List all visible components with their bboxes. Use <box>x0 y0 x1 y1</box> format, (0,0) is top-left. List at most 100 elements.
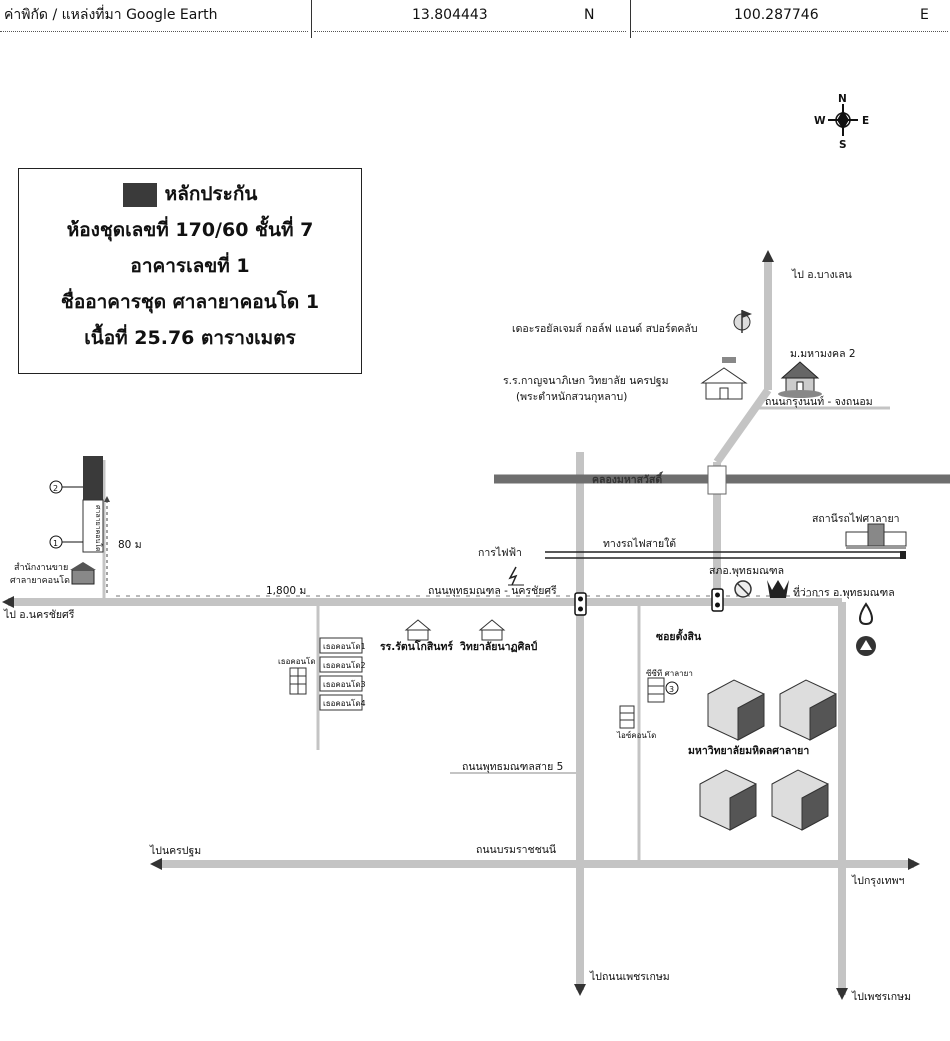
the-condo-building-icon <box>289 667 307 695</box>
arrow-to-nakhon-chai-si <box>2 596 14 608</box>
condo-building-outline <box>82 499 104 553</box>
label-mahidol-university: มหาวิทยาลัยมหิดลศาลายา <box>688 745 809 757</box>
ice-condo-building-icon <box>619 705 635 729</box>
district-office-emblem-icon <box>767 580 789 598</box>
collateral-building <box>83 456 103 500</box>
label-soi-tang-sin: ซอยตั้งสิน <box>656 628 702 643</box>
arrow-to-phetkasem-road <box>574 984 586 996</box>
label-canal: คลองมหาสวัสดิ์ <box>592 471 664 486</box>
village-house-icon <box>778 361 822 398</box>
compass-south: S <box>839 139 847 151</box>
the-condo-list <box>319 637 363 711</box>
label-to-bangkok: ไปกรุงเทพฯ <box>851 874 905 887</box>
label-school-sub: (พระตำหนักสวนกุหลาบ) <box>516 391 627 403</box>
university-building-icon <box>779 679 837 741</box>
university-building-icon <box>707 679 765 741</box>
dotted-underline <box>632 31 948 32</box>
label-ice-condo: ไอซ์คอนโด <box>616 730 656 740</box>
label-to-bang-len: ไป อ.บางเลน <box>791 268 852 281</box>
dotted-underline <box>314 31 626 32</box>
roads <box>8 260 914 995</box>
label-the-condo-2: เธอคอนโด2 <box>323 660 366 670</box>
label-to-nakhon-pathom: ไปนครปฐม <box>149 844 201 857</box>
mahidol-university-buildings <box>699 679 837 831</box>
gas-station-icon <box>856 636 876 656</box>
label-the-condo-4: เธอคอนโด4 <box>323 698 366 708</box>
label-rattana-school: รร.รัตนโกสินทร์ <box>380 640 453 653</box>
label-to-phetkasem-road: ไปถนนเพชรเกษม <box>589 970 670 983</box>
label-natasil-college: วิทยาลัยนาฏศิลป์ <box>459 640 538 653</box>
label-main-road: ถนนพุทธมณฑล - นครชัยศรี <box>428 584 557 597</box>
canal-bridge <box>707 465 727 495</box>
gas-station-icon <box>859 602 873 626</box>
natasil-college-icon <box>478 619 506 641</box>
label-sales-office-name: ศาลายาคอนโด <box>10 575 70 586</box>
label-school: ร.ร.กาญจนาภิเษก วิทยาลัย นครปฐม <box>503 375 669 387</box>
dotted-underline <box>0 31 308 32</box>
school-building-icon <box>700 357 748 400</box>
arrow-to-bangkok <box>908 858 920 870</box>
electricity-icon <box>508 566 524 586</box>
area-line: เนื้อที่ 25.76 ตารางเมตร <box>84 327 296 349</box>
collateral-legend-swatch <box>122 182 157 207</box>
golf-club-icon <box>733 310 752 333</box>
cc-salaya-building-icon: 3 <box>647 677 679 703</box>
traffic-light-icon <box>574 592 587 616</box>
compass-rose: N S E W <box>814 93 869 151</box>
compass-north: N <box>838 93 847 105</box>
label-train-station: สถานีรถไฟศาลายา <box>812 512 900 525</box>
longitude-value: 100.287746 <box>734 7 819 23</box>
marker-1: 1 <box>53 539 58 548</box>
arrow-to-bang-len <box>762 250 774 262</box>
latitude-cell: 13.804443 N <box>312 0 631 38</box>
longitude-cell: 100.287746 E <box>630 0 950 38</box>
label-police: สภอ.พุทธมณฑล <box>709 565 784 577</box>
label-cc-salaya: ซีซีที ศาลายา <box>646 669 693 678</box>
coordinate-source-cell: ค่าพิกัด / แหล่งที่มา Google Earth <box>0 0 312 38</box>
label-the-condo-3: เธอคอนโด3 <box>323 679 366 689</box>
latitude-value: 13.804443 <box>412 7 488 23</box>
railway-southern-line <box>545 551 906 559</box>
university-building-icon <box>771 769 829 831</box>
compass-east: E <box>862 115 869 127</box>
label-borommaratchachonnani: ถนนบรมราชชนนี <box>476 843 556 856</box>
label-the-condo-1: เธอคอนโด1 <box>323 641 366 651</box>
salaya-condo-building-label: ศาลายาคอนโด <box>94 505 103 552</box>
label-district-office: ที่ว่าการ อ.พุทธมณฑล <box>793 585 895 599</box>
label-distance-80m: 80 ม <box>118 539 142 551</box>
latitude-direction: N <box>584 7 595 23</box>
label-to-nakhon-chai-si: ไป อ.นครชัยศรี <box>3 608 75 621</box>
condo-name-line: ชื่ออาคารชุด ศาลายาคอนโด 1 <box>60 291 320 313</box>
label-distance-1800m: 1,800 ม <box>266 585 306 597</box>
label-electricity: การไฟฟ้า <box>478 546 522 559</box>
marker-2: 2 <box>53 484 58 493</box>
salaya-condo-site: ศาลายาคอนโด 2 1 <box>49 456 820 597</box>
arrow-to-phetkasem <box>836 988 848 1000</box>
legend-row: หลักประกัน <box>19 179 361 209</box>
label-the-condo: เธอคอนโด <box>278 656 316 666</box>
road-to-bang-len-diagonal <box>713 387 772 465</box>
arrow-to-nakhon-pathom <box>150 858 162 870</box>
label-golf-club: เดอะรอยัลเจมส์ กอล์ฟ แอนด์ สปอร์ตคลับ <box>512 322 698 335</box>
label-sales-office: สำนักงานขาย <box>14 562 68 573</box>
coordinate-bar: ค่าพิกัด / แหล่งที่มา Google Earth 13.80… <box>0 0 950 40</box>
building-number-line: อาคารเลขที่ 1 <box>130 255 250 277</box>
rattana-school-icon <box>404 619 432 641</box>
train-station-icon <box>845 523 907 549</box>
compass-west: W <box>814 115 826 127</box>
longitude-direction: E <box>920 7 929 23</box>
coordinate-source-label: ค่าพิกัด / แหล่งที่มา Google Earth <box>4 7 218 23</box>
label-railway: ทางรถไฟสายใต้ <box>603 537 676 550</box>
label-mahamongkol-village: ม.มหามงคล 2 <box>790 348 856 360</box>
university-building-icon <box>699 769 757 831</box>
collateral-info-box: หลักประกัน ห้องชุดเลขที่ 170/60 ชั้นที่ … <box>18 168 362 374</box>
sales-office-icon <box>70 562 96 585</box>
police-station-icon <box>734 580 752 598</box>
road-arrows <box>2 250 920 1000</box>
label-krungnon-road: ถนนกรุงนนท์ - จงถนอม <box>765 395 873 408</box>
label-to-phetkasem: ไปเพชรเกษม <box>851 990 911 1003</box>
unit-number-line: ห้องชุดเลขที่ 170/60 ชั้นที่ 7 <box>66 219 314 241</box>
legend-label: หลักประกัน <box>164 183 258 205</box>
location-map: N S E W ศาลายาคอนโด <box>2 93 950 1003</box>
label-phutthamonthon-5: ถนนพุทธมณฑลสาย 5 <box>462 761 563 773</box>
